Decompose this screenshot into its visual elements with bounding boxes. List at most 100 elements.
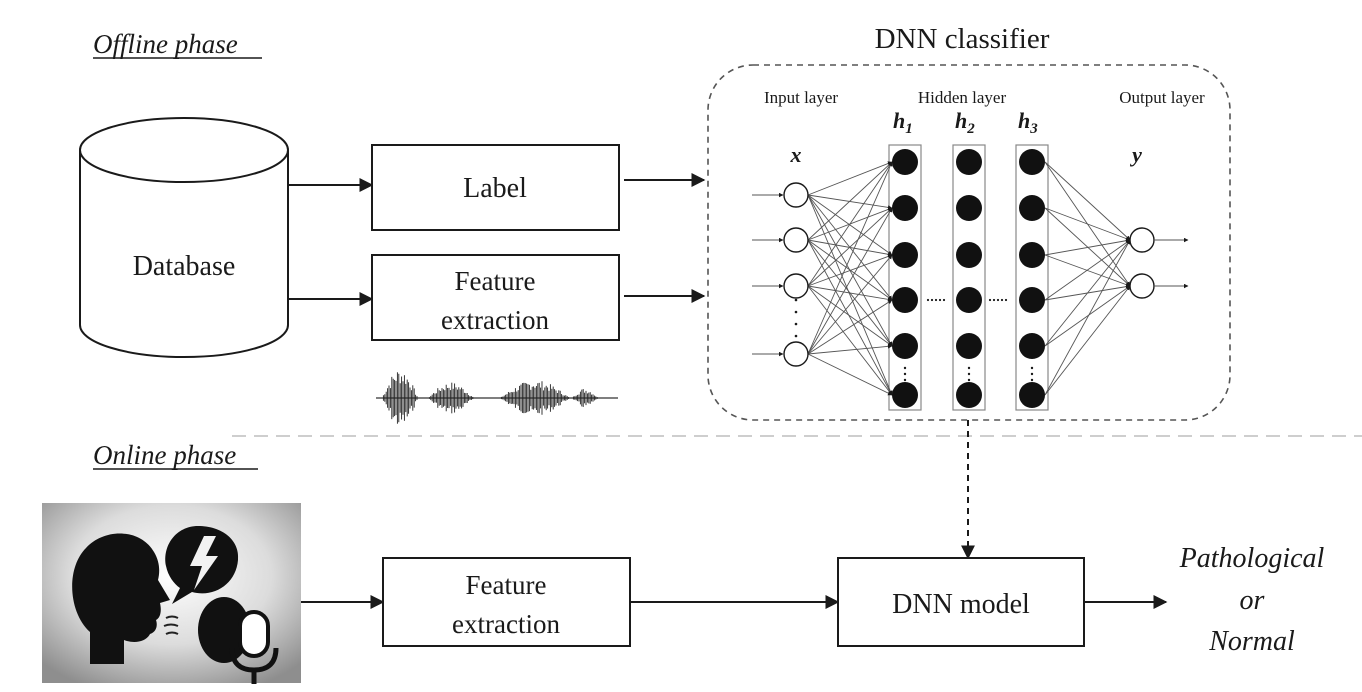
- ellipsis-dot: [794, 310, 798, 314]
- connection-input-hidden: [807, 254, 893, 287]
- connection-hidden-output: [1044, 285, 1131, 396]
- online-phase-heading: Online phase: [93, 440, 236, 470]
- x-label: x: [790, 142, 802, 167]
- ellipsis-dot: [988, 298, 992, 302]
- ellipsis-dot: [1030, 372, 1034, 376]
- neural-network-graph: [752, 149, 1189, 408]
- hidden-neuron-layer-3: [1019, 333, 1045, 359]
- connection-hidden-output: [1044, 207, 1131, 241]
- ellipsis-dot: [967, 378, 971, 382]
- hidden-neuron-layer-1: [892, 382, 918, 408]
- speaking-head-icon: [72, 533, 170, 664]
- online-feature-line1: Feature: [466, 570, 547, 600]
- h1-subscript: 1: [905, 121, 913, 137]
- h3-subscript: 3: [1029, 121, 1038, 137]
- hidden-layer-1-frame: [888, 144, 922, 411]
- h1-label: h1: [893, 108, 913, 137]
- connection-input-hidden: [807, 344, 893, 355]
- offline-feature-line2: extraction: [441, 305, 549, 335]
- dnn-model-box: [837, 557, 1085, 647]
- connection-input-hidden: [807, 161, 893, 355]
- hidden-neuron-layer-1: [892, 287, 918, 313]
- input-neuron: [783, 273, 809, 299]
- offline-feature-line1: Feature: [455, 266, 536, 296]
- hidden-neuron-layer-3: [1019, 382, 1045, 408]
- ellipsis-dot: [903, 366, 907, 370]
- hidden-neuron-layer-3: [1019, 242, 1045, 268]
- hidden-neuron-layer-2: [956, 242, 982, 268]
- ellipsis-dot: [996, 298, 1000, 302]
- hidden-neuron-layer-1: [892, 195, 918, 221]
- connection-hidden-output: [1044, 239, 1131, 396]
- h3-letter: h: [1018, 108, 1030, 133]
- hidden-layer-3-frame: [1015, 144, 1049, 411]
- h2-letter: h: [955, 108, 967, 133]
- ellipsis-dot: [926, 298, 930, 302]
- connection-input-hidden: [807, 161, 893, 196]
- ellipsis-dot: [992, 298, 996, 302]
- hidden-neuron-layer-2: [956, 333, 982, 359]
- connection-input-hidden: [807, 207, 893, 287]
- input-neuron: [783, 182, 809, 208]
- ellipsis-dot: [903, 372, 907, 376]
- label-box: [371, 144, 620, 231]
- hidden-neuron-layer-2: [956, 382, 982, 408]
- ellipsis-dot: [1030, 378, 1034, 382]
- ellipsis-dot: [967, 366, 971, 370]
- ellipsis-dot: [794, 298, 798, 302]
- connection-input-hidden: [807, 194, 893, 256]
- h3-label: h3: [1018, 108, 1038, 137]
- output-neuron: [1129, 227, 1155, 253]
- result-line1: Pathological: [1179, 543, 1325, 574]
- ellipsis-dot: [1004, 298, 1008, 302]
- connection-input-hidden: [807, 285, 893, 347]
- connection-input-hidden: [807, 239, 893, 301]
- speech-bubble-icon: [165, 526, 239, 604]
- breath-icon: [163, 615, 179, 635]
- dnn-model-text: DNN model: [892, 589, 1030, 620]
- h2-label: h2: [955, 108, 975, 137]
- output-neuron: [1129, 273, 1155, 299]
- connection-input-hidden: [807, 194, 893, 396]
- hidden-layer-label: Hidden layer: [918, 88, 1007, 107]
- connection-input-hidden: [807, 161, 893, 287]
- speech-waveform-icon: [376, 372, 618, 424]
- connection-input-hidden: [807, 161, 893, 241]
- dnn-classifier-title: DNN classifier: [875, 23, 1050, 55]
- result-line2: or: [1240, 585, 1265, 616]
- connection-input-hidden: [807, 207, 893, 355]
- ellipsis-dot: [1000, 298, 1004, 302]
- connection-input-hidden: [807, 285, 893, 302]
- ellipsis-dot: [903, 378, 907, 382]
- connection-hidden-output: [1044, 161, 1131, 241]
- connection-hidden-output: [1044, 239, 1131, 347]
- output-layer-label: Output layer: [1119, 88, 1205, 107]
- microphone-icon: [198, 597, 279, 684]
- h1-letter: h: [893, 108, 905, 133]
- hidden-neuron-layer-1: [892, 333, 918, 359]
- hidden-neuron-layer-2: [956, 287, 982, 313]
- ellipsis-dot: [794, 334, 798, 338]
- online-feature-line2: extraction: [452, 609, 560, 639]
- input-neuron: [783, 227, 809, 253]
- ellipsis-dot: [794, 322, 798, 326]
- label-box-text: Label: [463, 173, 527, 204]
- offline-feature-extraction-box: [371, 254, 620, 341]
- input-layer-label: Input layer: [764, 88, 838, 107]
- hidden-neuron-layer-3: [1019, 287, 1045, 313]
- online-feature-extraction-box: [382, 557, 631, 647]
- hidden-neuron-layer-3: [1019, 149, 1045, 175]
- hidden-neuron-layer-1: [892, 242, 918, 268]
- connection-hidden-output: [1044, 239, 1131, 301]
- ellipsis-dot: [930, 298, 934, 302]
- hidden-neuron-layer-2: [956, 149, 982, 175]
- connection-hidden-output: [1044, 285, 1131, 347]
- connection-input-hidden: [807, 285, 893, 396]
- connection-input-hidden: [807, 353, 893, 396]
- offline-phase-heading: Offline phase: [93, 29, 238, 59]
- ellipsis-dot: [938, 298, 942, 302]
- hidden-neuron-layer-1: [892, 149, 918, 175]
- y-label: y: [1129, 142, 1142, 167]
- input-neuron: [783, 341, 809, 367]
